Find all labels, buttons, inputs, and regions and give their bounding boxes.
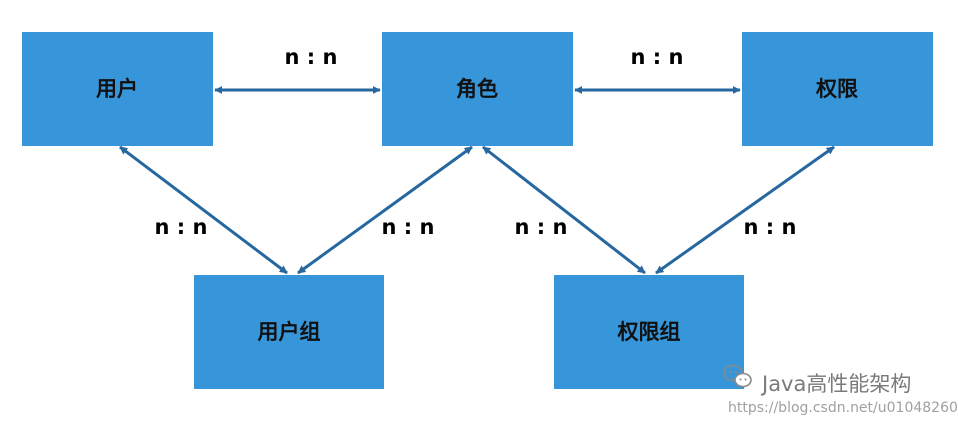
node-user-label: 用户 [96,77,138,101]
edge-user-usergroup [119,145,288,275]
watermark-url: https://blog.csdn.net/u010482601 [728,400,958,416]
node-role-label: 角色 [456,77,498,101]
edge-label-permgroup-permission: n : n [744,215,797,239]
edge-usergroup-role [297,145,473,275]
edge-role-permgroup [482,145,646,275]
edge-label-user-role: n : n [285,45,338,69]
edge-label-user-usergroup: n : n [155,215,208,239]
node-permission-group-label: 权限组 [617,320,681,344]
edge-label-role-permission: n : n [631,45,684,69]
edge-permgroup-permission [655,145,835,275]
edge-label-role-permgroup: n : n [515,215,568,239]
node-permission: 权限 [742,32,933,146]
wechat-icon [723,364,752,388]
node-user-group: 用户组 [194,275,384,389]
node-user: 用户 [22,32,213,146]
node-role: 角色 [382,32,573,146]
watermark-text: Java高性能架构 [760,372,911,396]
node-permission-group: 权限组 [554,275,744,389]
node-permission-label: 权限 [815,77,858,101]
watermark: Java高性能架构 https://blog.csdn.net/u0104826… [723,364,958,416]
edge-label-usergroup-role: n : n [382,215,435,239]
node-user-group-label: 用户组 [258,320,321,344]
